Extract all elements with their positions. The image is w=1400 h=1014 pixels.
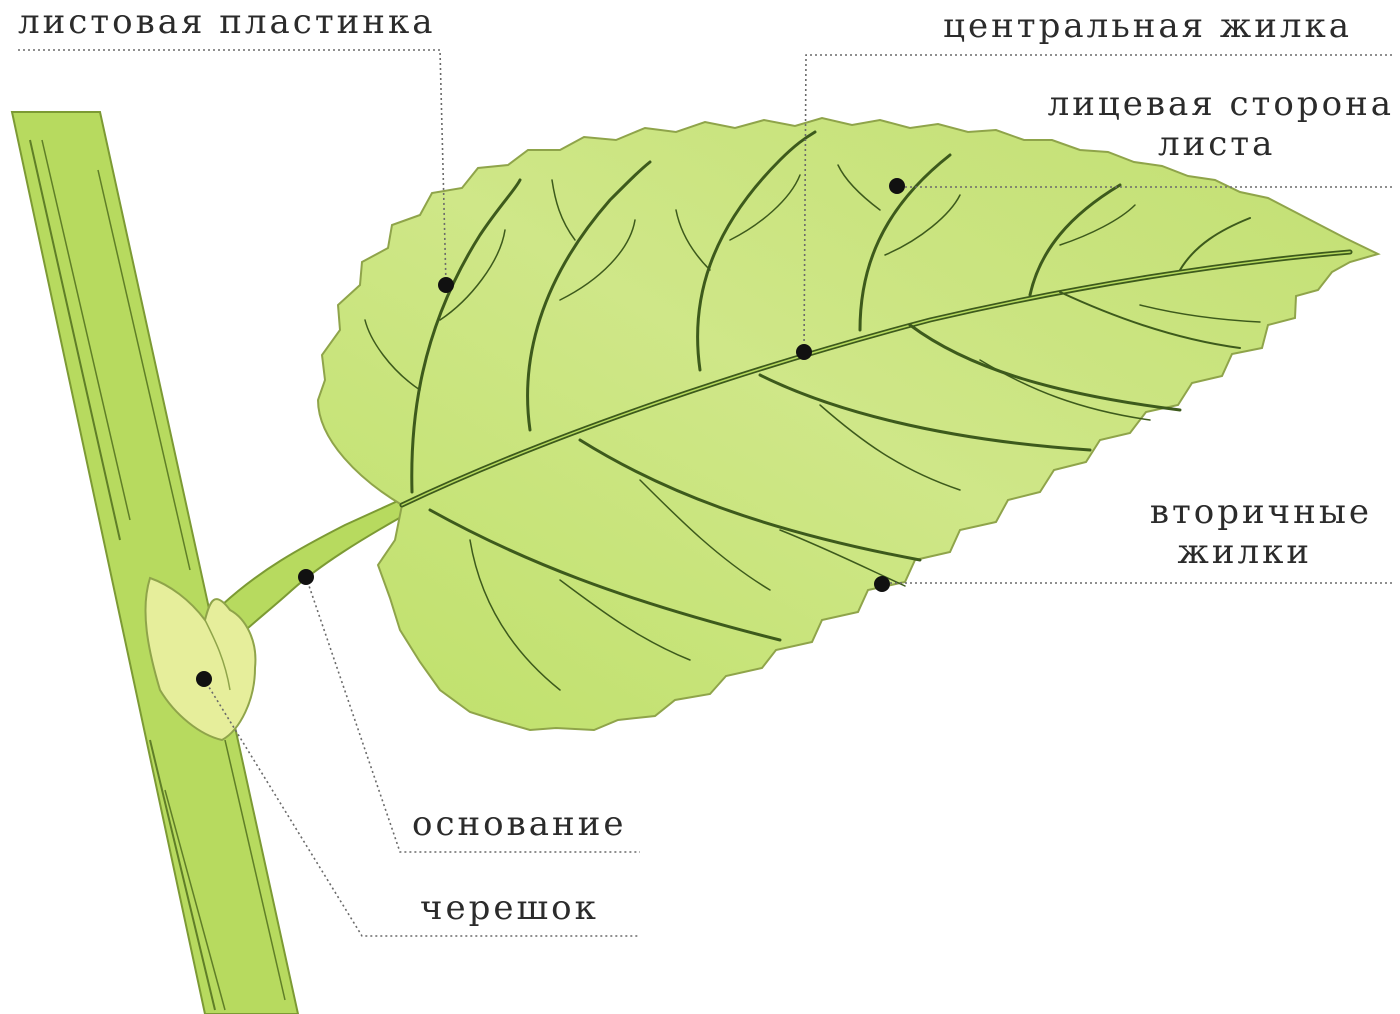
leaf-blade-shape [318,118,1378,730]
label-secondary-veins-line2: жилки [1178,532,1312,572]
stem [12,112,298,1014]
label-secondary-veins-line1: вторичные [1150,492,1372,532]
marker-dot-upper-side [889,178,905,194]
label-blade: листовая пластинка [18,2,435,42]
marker-dot-petiole [196,671,212,687]
label-base: основание [412,804,627,844]
label-petiole: черешок [420,888,599,928]
marker-dot-blade [438,277,454,293]
marker-dot-secondary-veins [874,576,890,592]
label-upper-side-line2: листа [1158,124,1275,164]
label-midrib: центральная жилка [943,6,1352,46]
marker-dot-midrib [796,344,812,360]
marker-dot-base [298,569,314,585]
label-upper-side-line1: лицевая сторона [1048,84,1394,124]
